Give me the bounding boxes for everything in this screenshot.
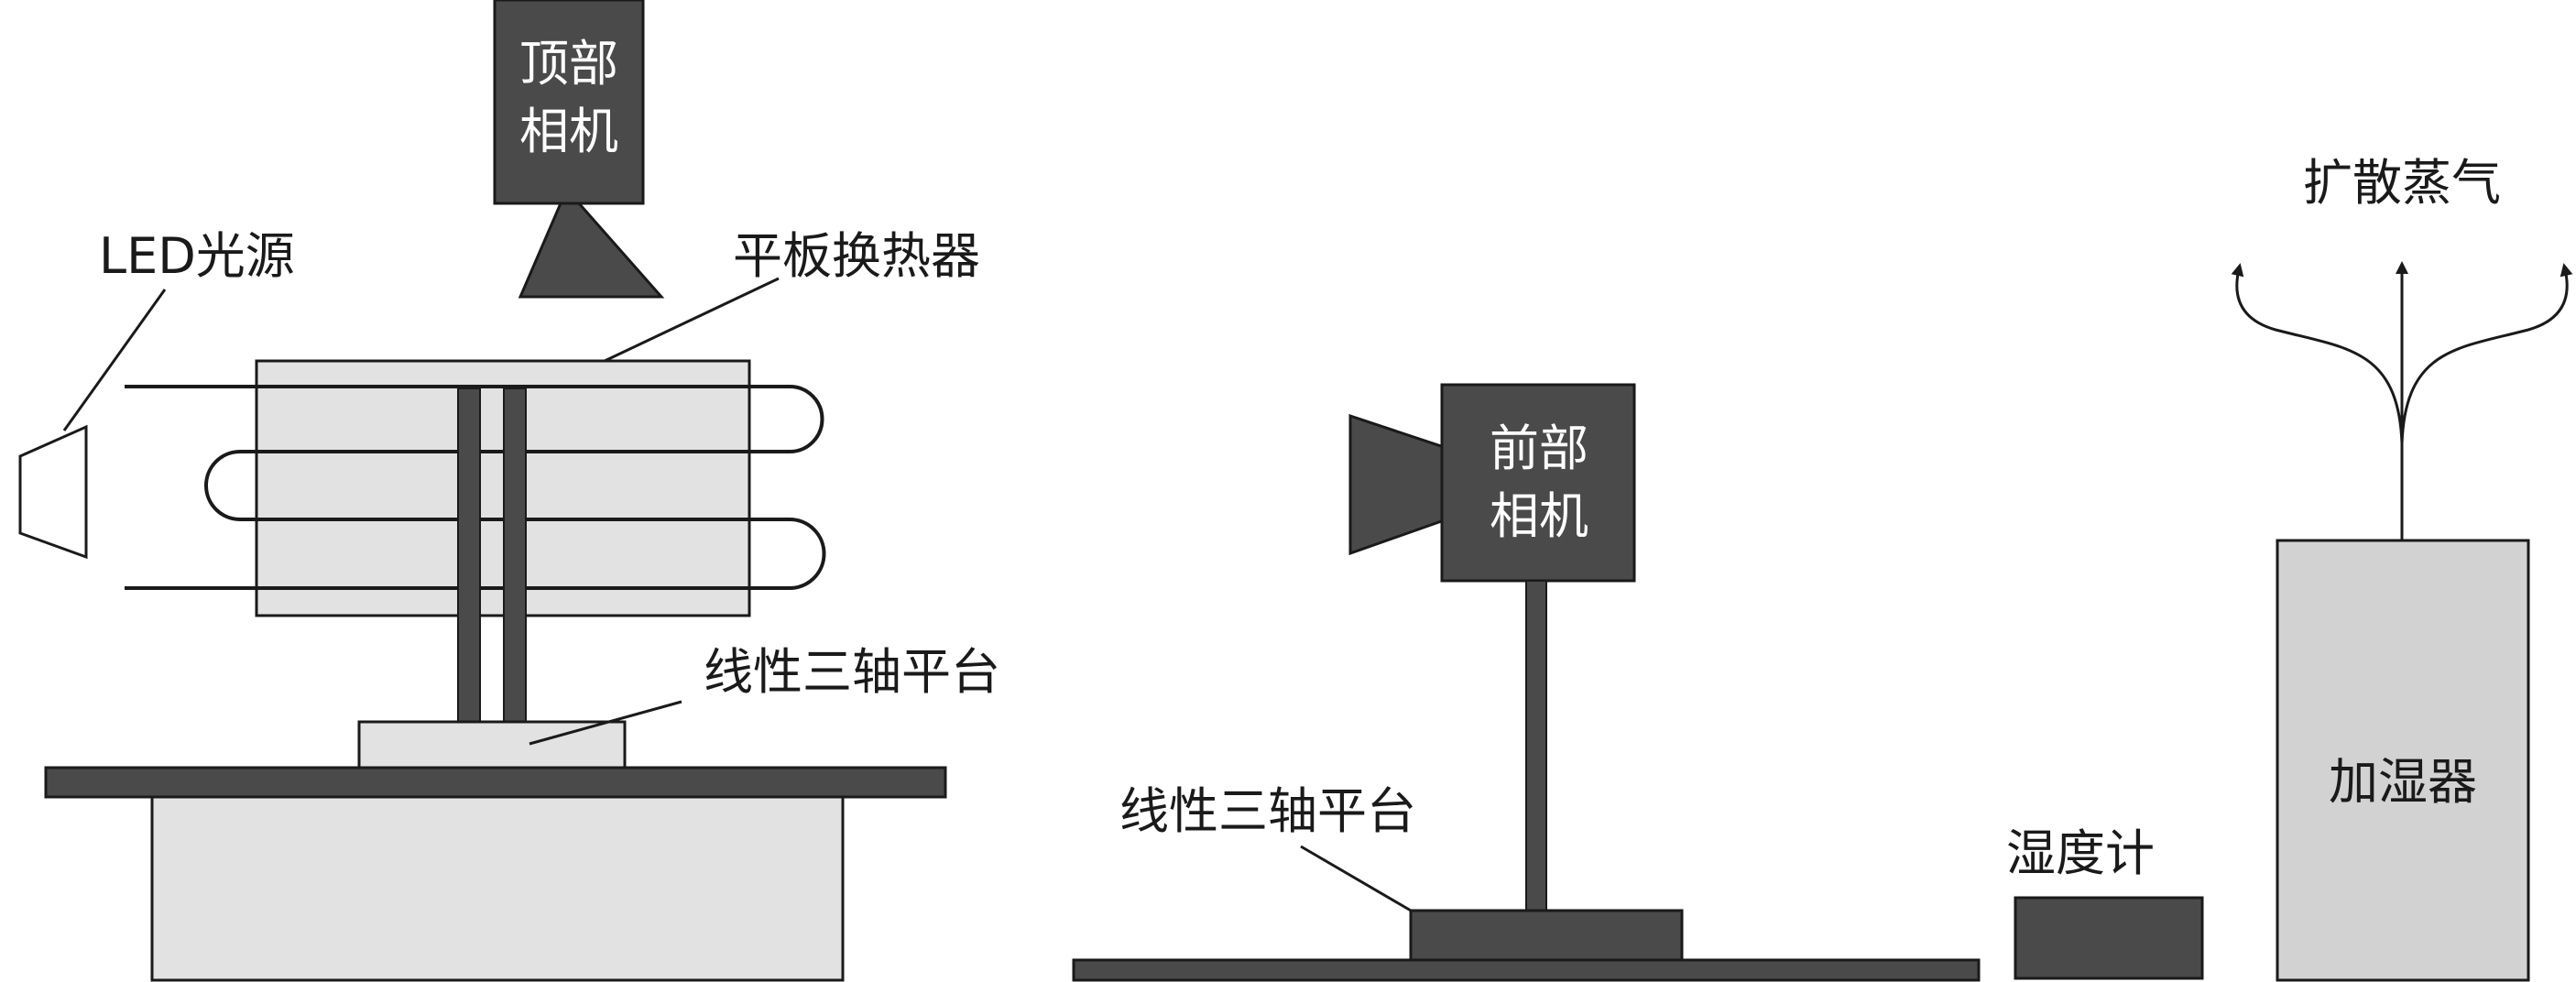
base-plate (44, 766, 947, 799)
front-camera-pole (1525, 580, 1547, 911)
front-camera-label-line2: 相机 (1490, 487, 1588, 545)
base-rail-right (1072, 958, 1981, 982)
top-camera-lens (518, 202, 665, 299)
hygrometer (2014, 896, 2204, 980)
diffuse-vapor-label: 扩散蒸气 (2303, 154, 2501, 212)
plate-heat-exchanger-label: 平板换热器 (733, 227, 980, 285)
support-rod-right (503, 387, 527, 723)
hygrometer-label: 湿度计 (2006, 824, 2155, 882)
linear-stage-left-label: 线性三轴平台 (704, 643, 1000, 701)
front-camera-label-line1: 前部 (1490, 420, 1588, 477)
led-light-source: LED光源 (18, 227, 295, 560)
linear-stage-right-label: 线性三轴平台 (1119, 782, 1416, 840)
top-camera: 顶部 相机 (493, 0, 665, 299)
led-light-label: LED光源 (99, 227, 295, 285)
humidifier-label: 加湿器 (2329, 753, 2477, 811)
base-body (150, 795, 845, 982)
top-camera-label-line1: 顶部 (519, 35, 618, 93)
support-rod-left (457, 387, 481, 723)
humidifier (2276, 539, 2530, 982)
linear-stage-right (1409, 909, 1684, 962)
diffuse-vapor-arrows (2231, 261, 2573, 540)
top-camera-label-line2: 相机 (519, 103, 618, 160)
front-camera: 前部 相机 (1348, 383, 1636, 583)
front-camera-lens (1348, 413, 1451, 556)
